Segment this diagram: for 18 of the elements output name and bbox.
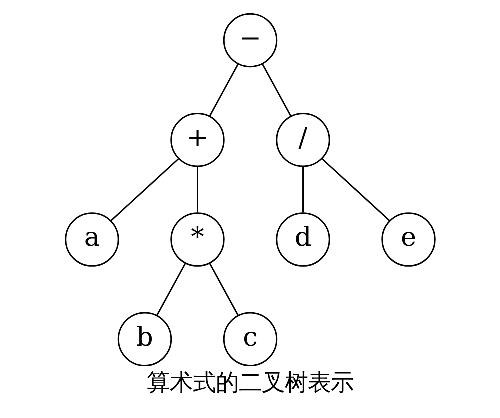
node-circle: / <box>276 113 330 168</box>
connector <box>262 64 292 117</box>
node-circle: c <box>222 312 278 367</box>
connector <box>208 263 238 316</box>
node-circle: e <box>381 212 436 267</box>
connector <box>208 64 238 117</box>
connector <box>196 167 198 213</box>
connector <box>302 167 304 213</box>
connector <box>110 158 179 222</box>
node-circle: b <box>117 312 172 367</box>
node-circle: a <box>64 212 119 267</box>
node-circle: + <box>170 113 224 168</box>
caption: 算术式的二叉树表示 <box>146 368 354 396</box>
node-circle: * <box>170 212 224 267</box>
connector <box>156 263 186 316</box>
node-circle: − <box>222 13 278 68</box>
node-circle: d <box>276 212 330 267</box>
connector <box>321 158 390 222</box>
